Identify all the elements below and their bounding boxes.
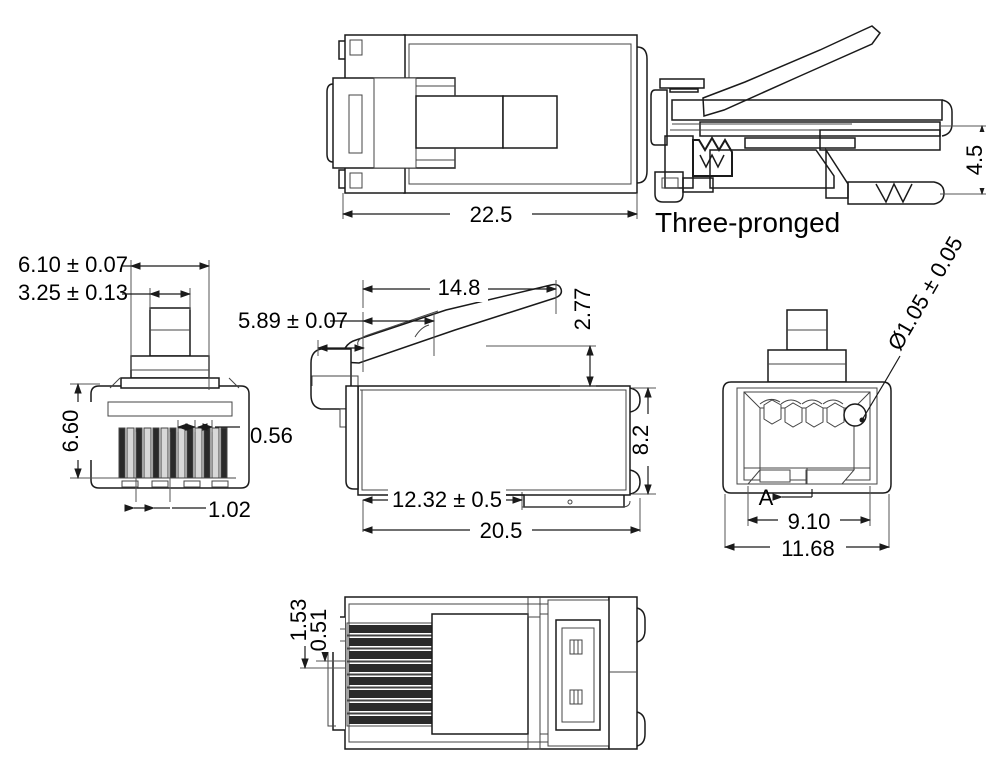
- dim-4-5: 4.5: [940, 124, 996, 196]
- rear-view: Ø1.05 ± 0.05 A 9.10 11.68: [722, 232, 968, 561]
- dim-3-25: 3.25 ± 0.13: [18, 280, 192, 310]
- dim-5-89: 5.89 ± 0.07: [238, 308, 436, 372]
- dim-6-10: 6.10 ± 0.07: [18, 252, 211, 390]
- dim-label-6-60: 6.60: [58, 410, 83, 453]
- rear-contacts: [759, 398, 867, 428]
- dim-0-56: 0.56: [176, 420, 293, 448]
- dim-22-5: 22.5: [341, 193, 639, 228]
- dim-label-5-89: 5.89 ± 0.07: [238, 308, 348, 333]
- dim-label-11-68: 11.68: [781, 536, 834, 561]
- note-three-pronged: Three-pronged: [655, 207, 840, 238]
- dim-label-9-10: 9.10: [788, 509, 831, 534]
- dim-12-32: 12.32 ± 0.5: [361, 487, 524, 513]
- dim-label-dia-1-05: Ø1.05 ± 0.05: [883, 232, 968, 355]
- top-view: 22.5: [326, 34, 648, 228]
- section-view: 4.5 Three-pronged: [650, 25, 996, 238]
- dim-label-3-25: 3.25 ± 0.13: [18, 280, 128, 305]
- dim-label-20-5: 20.5: [480, 518, 523, 543]
- side-view: 14.8 5.89 ± 0.07 2.77 8.2: [238, 275, 662, 543]
- dim-20-5: 20.5: [361, 498, 642, 543]
- dim-label-12-32: 12.32 ± 0.5: [392, 487, 502, 512]
- dim-label-22-5: 22.5: [470, 202, 513, 227]
- dim-9-10: 9.10: [746, 486, 872, 534]
- front-view: 6.10 ± 0.07 3.25 ± 0.13 6.60 0.5: [18, 252, 293, 522]
- dim-label-0-51: 0.51: [306, 609, 331, 652]
- section-label-a: A: [759, 485, 774, 510]
- dim-6-60: 6.60: [58, 382, 120, 480]
- dim-label-14-8: 14.8: [438, 275, 481, 300]
- dim-label-1-02: 1.02: [208, 497, 251, 522]
- section-marker-a: A: [759, 485, 813, 510]
- dim-label-6-10: 6.10 ± 0.07: [18, 252, 128, 277]
- dim-0-51: 0.51: [306, 604, 346, 663]
- dim-8-2: 8.2: [628, 386, 662, 496]
- dim-label-2-77: 2.77: [570, 288, 595, 331]
- bottom-view: 1.53 0.51: [286, 594, 646, 750]
- dim-1-02: 1.02: [124, 432, 251, 522]
- dim-label-4-5: 4.5: [962, 145, 987, 176]
- dim-label-0-56: 0.56: [250, 423, 293, 448]
- dim-14-8: 14.8: [361, 275, 558, 314]
- dim-label-1-53: 1.53: [286, 599, 311, 642]
- dim-label-8-2: 8.2: [628, 425, 653, 456]
- dim-11-68: 11.68: [723, 494, 891, 561]
- dim-2-77: 2.77: [486, 278, 604, 388]
